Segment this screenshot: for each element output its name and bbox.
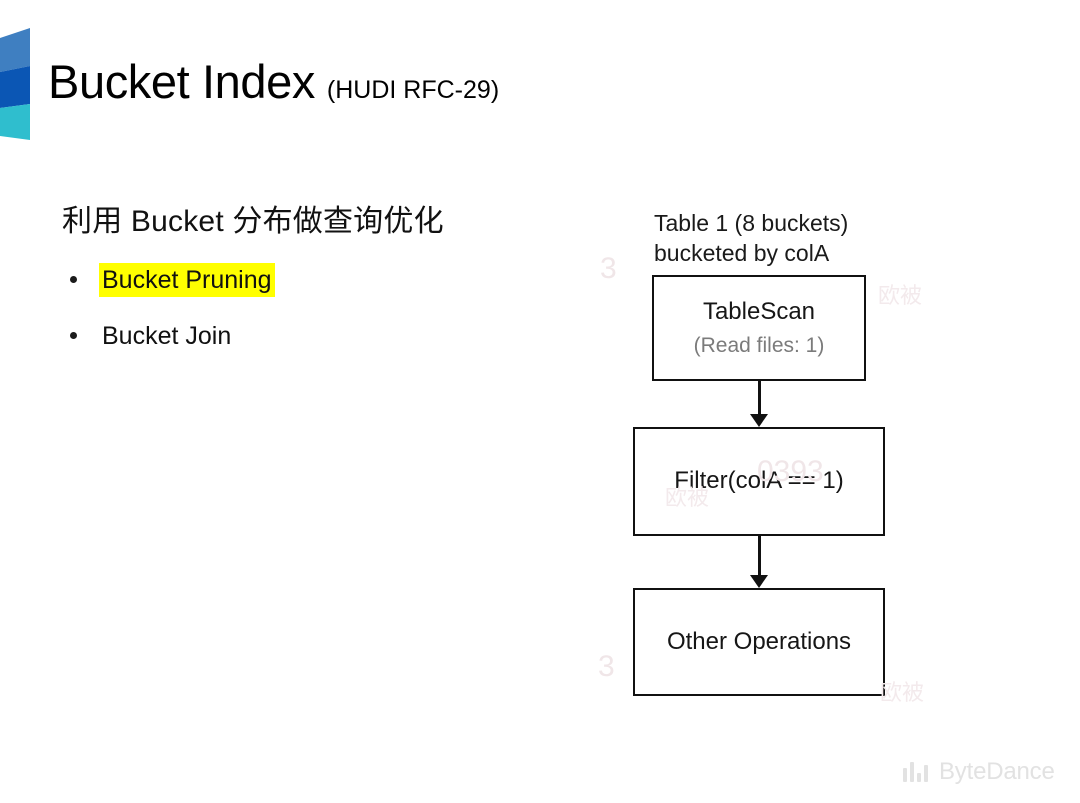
bullet-label-bucket-pruning: Bucket Pruning xyxy=(99,262,275,297)
arrow-head-icon xyxy=(750,414,768,427)
list-item: Bucket Join xyxy=(62,319,532,354)
connector-line xyxy=(758,536,761,578)
connector-line xyxy=(758,381,761,417)
corner-logo-mark xyxy=(0,28,42,140)
content-column: 利用 Bucket 分布做查询优化 Bucket Pruning Bucket … xyxy=(62,203,532,376)
bullet-label-bucket-join: Bucket Join xyxy=(102,322,232,350)
page-title-main: Bucket Index xyxy=(48,55,315,108)
arrow-head-icon xyxy=(750,575,768,588)
page-title-subtitle: (HUDI RFC-29) xyxy=(326,76,500,104)
list-item: Bucket Pruning xyxy=(62,262,532,297)
diagram-caption: Table 1 (8 buckets) bucketed by colA xyxy=(654,210,849,267)
section-heading: 利用 Bucket 分布做查询优化 xyxy=(62,205,444,238)
query-plan-diagram: Table 1 (8 buckets) bucketed by colA Tab… xyxy=(595,200,925,710)
flow-box-title: Filter(colA == 1) xyxy=(674,467,844,495)
flow-box-filter: Filter(colA == 1) xyxy=(633,427,885,536)
bar-chart-icon xyxy=(903,762,931,782)
flow-box-title: TableScan xyxy=(702,298,816,325)
bullet-dot-icon xyxy=(70,275,77,283)
brand-name: ByteDance xyxy=(939,758,1055,785)
flow-box-title: Other Operations xyxy=(666,627,852,655)
flow-box-subtitle: (Read files: 1) xyxy=(693,333,825,357)
brand-logo: ByteDance xyxy=(903,758,1055,786)
flow-box-tablescan: TableScan (Read files: 1) xyxy=(652,275,866,381)
page-title: Bucket Index (HUDI RFC-29) xyxy=(48,58,499,105)
flow-box-other-operations: Other Operations xyxy=(633,588,885,696)
bullet-dot-icon xyxy=(70,332,77,339)
